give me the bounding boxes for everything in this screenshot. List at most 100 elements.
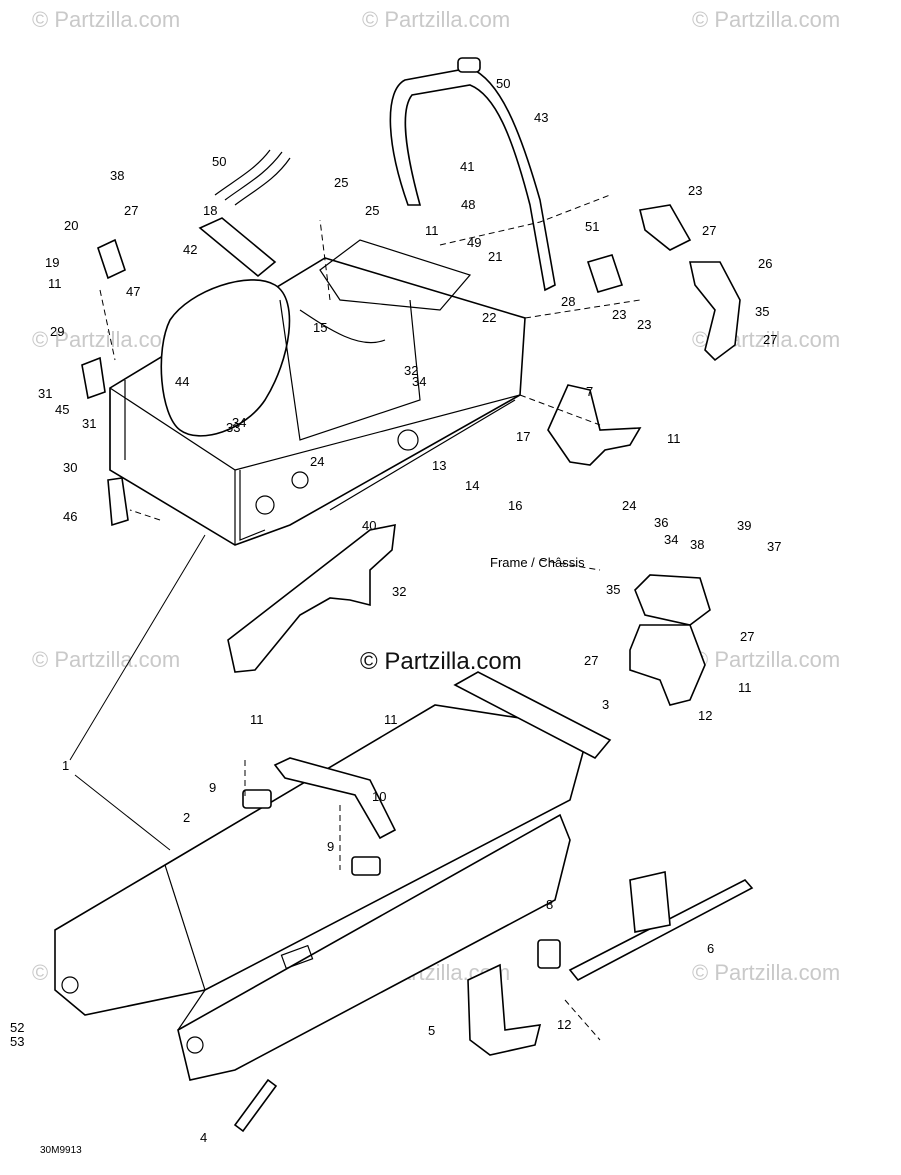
- tunnel-assembly: [54, 704, 586, 1081]
- callout-label: 24: [310, 454, 324, 469]
- callout-label: 18: [203, 203, 217, 218]
- callout-label: 22: [482, 310, 496, 325]
- part-51-hoses: [214, 149, 291, 206]
- part-9-block-b: [351, 856, 381, 876]
- callout-label: 50: [496, 76, 510, 91]
- callout-label: 9: [209, 780, 216, 795]
- part-20-plate: [198, 217, 277, 278]
- callout-label: 3: [602, 697, 609, 712]
- callout-label: 5: [428, 1023, 435, 1038]
- callout-label: 44: [175, 374, 189, 389]
- callout-label: 51: [585, 219, 599, 234]
- callout-label: 31: [38, 386, 52, 401]
- callout-label: 29: [50, 324, 64, 339]
- callout-label: 11: [48, 276, 62, 291]
- callout-label: 39: [737, 518, 751, 533]
- part-13-bracket: [629, 624, 706, 706]
- callout-label: 34: [664, 532, 678, 547]
- part-4-rod: [233, 1078, 278, 1133]
- callout-label: 36: [654, 515, 668, 530]
- callout-label: 16: [508, 498, 522, 513]
- callout-label: 28: [561, 294, 575, 309]
- center-watermark: © Partzilla.com: [360, 648, 522, 675]
- drawing-code: 30M9913: [40, 1145, 82, 1156]
- callout-label: 38: [690, 537, 704, 552]
- callout-label: 11: [667, 431, 681, 446]
- callout-label: 34: [232, 415, 246, 430]
- callout-label: 12: [698, 708, 712, 723]
- callout-label: 4: [200, 1130, 207, 1145]
- callout-label: 17: [516, 429, 530, 444]
- callout-label: 46: [63, 509, 77, 524]
- callout-label: 11: [425, 223, 439, 238]
- part-36-bracket: [689, 261, 741, 362]
- callout-label: 19: [45, 255, 59, 270]
- watermark-text: © Partzilla.com: [692, 960, 840, 985]
- part-33-bracket: [227, 523, 396, 673]
- callout-label: 25: [365, 203, 379, 218]
- callout-label: 30: [63, 460, 77, 475]
- callout-label: 49: [467, 235, 481, 250]
- callout-label: 53: [10, 1034, 24, 1049]
- callout-label: 27: [702, 223, 716, 238]
- callout-label: 10: [372, 789, 386, 804]
- callout-label: 35: [606, 582, 620, 597]
- callout-label: 40: [362, 518, 376, 533]
- part-52: [457, 57, 481, 73]
- callout-label: 2: [183, 810, 190, 825]
- callout-label: 25: [334, 175, 348, 190]
- leader-1: [69, 534, 206, 851]
- part-8: [537, 939, 561, 969]
- callout-label: 6: [707, 941, 714, 956]
- part-48-bracket: [107, 477, 129, 527]
- callout-label: 23: [637, 317, 651, 332]
- callout-label: 7: [586, 384, 593, 399]
- part-47-bracket: [81, 356, 106, 400]
- callout-label: 34: [412, 374, 426, 389]
- callout-label: 42: [183, 242, 197, 257]
- callout-label: 32: [392, 584, 406, 599]
- callout-label: 11: [384, 712, 398, 727]
- callout-label: 1: [62, 758, 69, 773]
- callout-label: 13: [432, 458, 446, 473]
- callout-label: 26: [758, 256, 772, 271]
- callout-label: 27: [763, 332, 777, 347]
- part-3-cap: [453, 671, 612, 760]
- upper-frame-assembly: [109, 239, 526, 546]
- callout-label: 38: [110, 168, 124, 183]
- steering-loop-45: [389, 67, 556, 292]
- callout-label: 43: [534, 110, 548, 125]
- watermark-text: © Partzilla.com: [692, 647, 840, 672]
- callout-label: 9: [327, 839, 334, 854]
- callout-label: 33: [226, 420, 240, 435]
- callout-label: 47: [126, 284, 140, 299]
- part-6-rail: [568, 879, 754, 982]
- callout-label: 24: [622, 498, 636, 513]
- callout-label: 27: [124, 203, 138, 218]
- callout-label: 48: [461, 197, 475, 212]
- callout-label: 11: [250, 712, 264, 727]
- callout-label: 23: [612, 307, 626, 322]
- part-28-bracket: [639, 204, 692, 251]
- part-6-plate: [629, 871, 671, 933]
- callout-label: 11: [738, 680, 752, 695]
- callout-label: 37: [767, 539, 781, 554]
- callout-label: 21: [488, 249, 502, 264]
- callout-label: 8: [546, 897, 553, 912]
- callout-label: 35: [755, 304, 769, 319]
- callout-label: 20: [64, 218, 78, 233]
- callout-label: 32: [404, 363, 418, 378]
- part-30-plate: [586, 254, 624, 293]
- part-22-bracket: [97, 238, 126, 280]
- callout-label: 15: [313, 320, 327, 335]
- callout-label: 23: [688, 183, 702, 198]
- callout-label: 52: [10, 1020, 24, 1035]
- watermark-text: © Partzilla.com: [32, 647, 180, 672]
- callout-label: 41: [460, 159, 474, 174]
- watermark-text: © Partzilla.com: [32, 7, 180, 32]
- callout-label: 12: [557, 1017, 571, 1032]
- callout-label: 14: [465, 478, 479, 493]
- part-9-block-a: [242, 789, 272, 809]
